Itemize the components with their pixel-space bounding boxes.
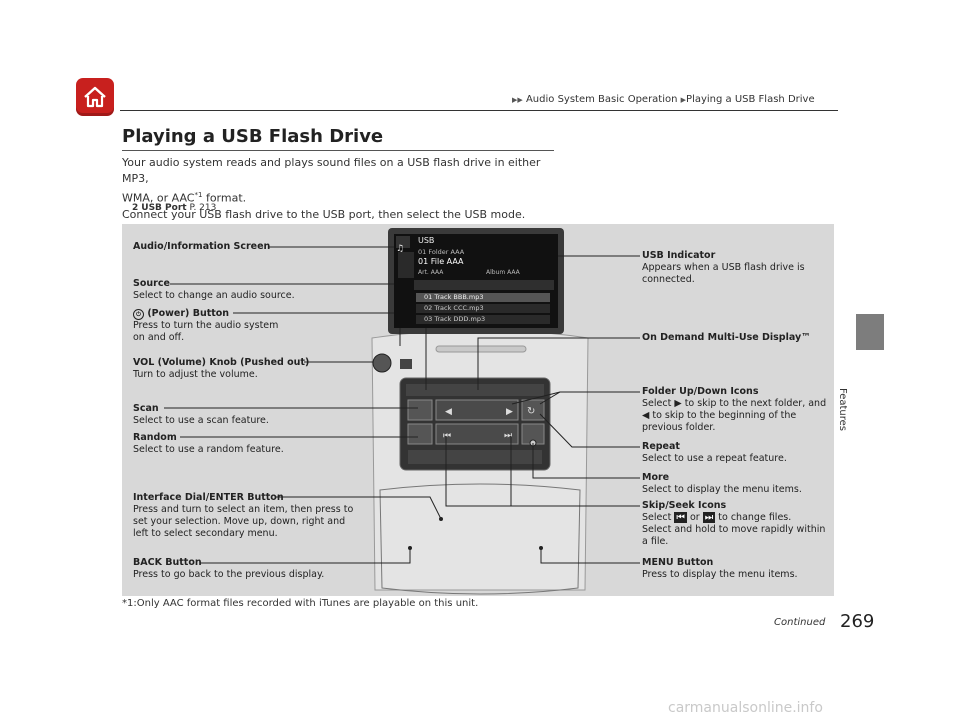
breadcrumb-section[interactable]: Audio System Basic Operation [525,94,678,105]
cover-art [398,252,414,278]
watermark: carmanualsonline.info [668,700,823,716]
label-audio-info-screen: Audio/Information Screen [133,241,271,252]
footnote: *1:Only AAC format files recorded with i… [122,598,479,609]
label-on-demand-display: On Demand Multi-Use Display™ [642,332,811,343]
page-number: 269 [840,611,875,632]
svg-text:⏮: ⏮ [443,431,451,441]
intro-line-1: Your audio system reads and plays sound … [122,156,541,185]
breadcrumb-page: Playing a USB Flash Drive [686,94,815,105]
breadcrumb: ▶▶ Audio System Basic Operation ▶Playing… [512,94,815,105]
folder-down-icon: ◀ [642,410,650,421]
skip-back-icon: ⏮ [674,512,687,523]
screen-title: USB [418,236,435,245]
skip-forward-icon: ⏭ [702,512,716,523]
svg-text:⏭: ⏭ [504,431,512,441]
folder-up-icon: ▶ [674,398,682,409]
track-item[interactable]: 03 Track DDD.mp3 [416,315,550,324]
audio-screen: ♫ USB 01 Folder AAA 01 File AAA Art. AAA… [394,234,558,328]
label-folder-icons: Folder Up/Down Icons Select ▶ to skip to… [642,386,827,433]
screen-artist: Art. AAA [418,269,444,276]
label-skip-seek-icons: Skip/Seek Icons Select ⏮ or ⏭ to change … [642,500,826,547]
intro-line-3: Connect your USB flash drive to the USB … [122,207,526,221]
screen-file: 01 File AAA [418,257,464,266]
svg-text:▶: ▶ [506,407,513,417]
page-title: Playing a USB Flash Drive [122,126,384,147]
music-note-icon: ♫ [396,236,410,254]
reference-arrow-icon: 2 [132,203,139,213]
footnote-ref: *1 [194,191,203,199]
intro-text: Your audio system reads and plays sound … [122,155,562,223]
home-button[interactable] [76,78,114,116]
svg-text:↻: ↻ [527,406,535,417]
continued-label: Continued [774,617,826,628]
intro-line-2: WMA, or AAC*1 format. [122,191,247,205]
power-icon: ⏻ [133,309,144,320]
title-rule [122,150,554,151]
reference-label: USB Port [141,203,187,213]
svg-text:◀: ◀ [445,407,452,417]
section-tab[interactable] [856,314,884,350]
screen-folder: 01 Folder AAA [418,248,465,256]
header-rule [120,110,838,111]
reference-page: P. 213 [186,203,217,213]
screen-album: Album AAA [486,269,520,276]
label-power-button: ⏻ (Power) Button Press to turn the audio… [133,308,279,343]
track-item[interactable]: 01 Track BBB.mp3 [416,293,550,302]
screen-toolbar [414,280,554,290]
label-vol-knob: VOL (Volume) Knob (Pushed out)Turn to ad… [133,357,310,380]
track-item[interactable]: 02 Track CCC.mp3 [416,304,550,313]
home-icon [84,86,106,108]
